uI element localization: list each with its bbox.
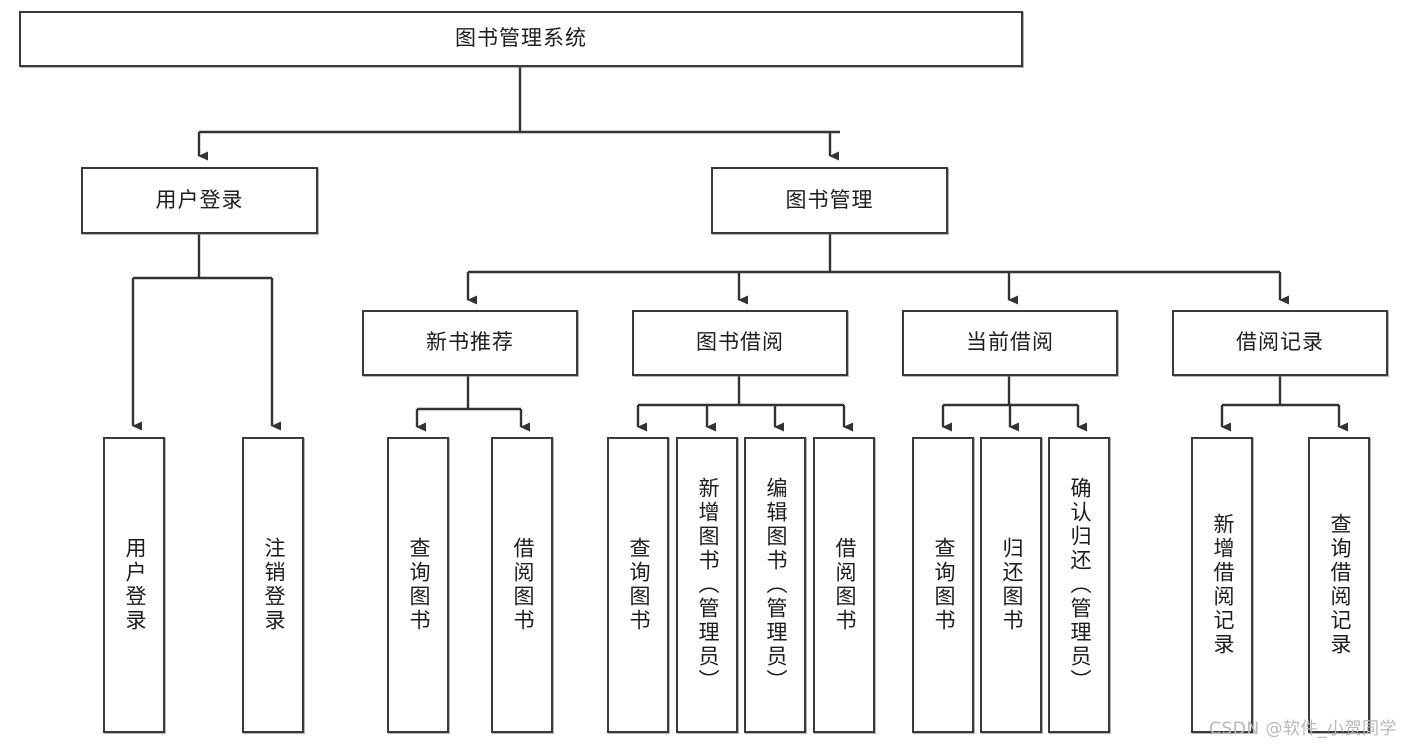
leaf-query-book-3-label: 查询图书 bbox=[932, 537, 956, 633]
leaf-edit-book[interactable]: 编辑图书（管理员） bbox=[744, 437, 806, 733]
leaf-borrow-book-1[interactable]: 借阅图书 bbox=[491, 437, 553, 733]
leaf-query-book-2[interactable]: 查询图书 bbox=[607, 437, 669, 733]
leaf-borrow-book-2[interactable]: 借阅图书 bbox=[813, 437, 875, 733]
node-root[interactable]: 图书管理系统 bbox=[19, 11, 1023, 67]
node-root-label: 图书管理系统 bbox=[455, 27, 587, 51]
leaf-confirm-return[interactable]: 确认归还（管理员） bbox=[1048, 437, 1110, 733]
node-borrow-record-label: 借阅记录 bbox=[1236, 331, 1324, 355]
leaf-query-book-1-label: 查询图书 bbox=[407, 537, 431, 633]
leaf-return-book[interactable]: 归还图书 bbox=[980, 437, 1042, 733]
leaf-add-record[interactable]: 新增借阅记录 bbox=[1191, 437, 1253, 733]
leaf-add-record-label: 新增借阅记录 bbox=[1211, 513, 1235, 657]
node-user-login-label: 用户登录 bbox=[155, 188, 244, 212]
leaf-query-book-3[interactable]: 查询图书 bbox=[912, 437, 974, 733]
leaf-query-record-label: 查询借阅记录 bbox=[1328, 513, 1352, 657]
leaf-return-book-label: 归还图书 bbox=[1000, 537, 1024, 633]
leaf-query-book-2-label: 查询图书 bbox=[627, 537, 651, 633]
node-current-borrow[interactable]: 当前借阅 bbox=[902, 310, 1118, 376]
leaf-borrow-book-2-label: 借阅图书 bbox=[833, 537, 857, 633]
leaf-add-book[interactable]: 新增图书（管理员） bbox=[676, 437, 738, 733]
leaf-query-record[interactable]: 查询借阅记录 bbox=[1308, 437, 1370, 733]
node-new-book-rec[interactable]: 新书推荐 bbox=[362, 310, 578, 376]
leaf-borrow-book-1-label: 借阅图书 bbox=[511, 537, 535, 633]
node-book-borrow-label: 图书借阅 bbox=[696, 331, 784, 355]
leaf-edit-book-label: 编辑图书（管理员） bbox=[764, 477, 788, 693]
leaf-logout-login[interactable]: 注销登录 bbox=[242, 437, 304, 733]
leaf-logout-login-label: 注销登录 bbox=[262, 537, 286, 633]
node-book-manage-label: 图书管理 bbox=[785, 188, 874, 212]
leaf-user-login-label: 用户登录 bbox=[123, 537, 147, 633]
node-new-book-rec-label: 新书推荐 bbox=[426, 331, 514, 355]
leaf-add-book-label: 新增图书（管理员） bbox=[696, 477, 720, 693]
node-current-borrow-label: 当前借阅 bbox=[966, 331, 1054, 355]
node-borrow-record[interactable]: 借阅记录 bbox=[1172, 310, 1388, 376]
leaf-confirm-return-label: 确认归还（管理员） bbox=[1068, 477, 1092, 693]
node-book-borrow[interactable]: 图书借阅 bbox=[632, 310, 848, 376]
csdn-watermark: CSDN @软件_小贺同学 bbox=[1209, 719, 1397, 739]
node-book-manage[interactable]: 图书管理 bbox=[711, 167, 948, 234]
leaf-user-login[interactable]: 用户登录 bbox=[103, 437, 165, 733]
node-user-login[interactable]: 用户登录 bbox=[81, 167, 318, 234]
leaf-query-book-1[interactable]: 查询图书 bbox=[387, 437, 449, 733]
